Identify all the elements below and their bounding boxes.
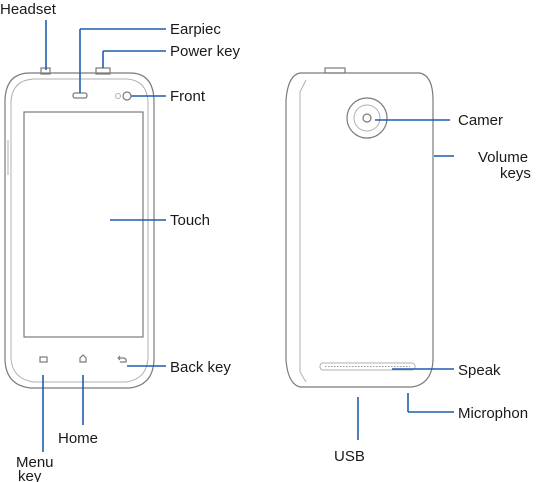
label-earpiece: Earpiec xyxy=(170,21,221,38)
back-key-icon xyxy=(117,355,127,363)
label-power-key: Power key xyxy=(170,43,241,60)
front-camera-lens xyxy=(122,91,132,101)
back-view xyxy=(285,67,434,388)
front-view xyxy=(4,67,155,389)
label-usb: USB xyxy=(334,448,365,465)
label-front: Front xyxy=(170,88,206,105)
front-leaders xyxy=(42,20,166,452)
rear-camera-lens xyxy=(362,113,372,123)
label-home: Home xyxy=(58,430,98,447)
front-sensor xyxy=(115,93,121,99)
rear-camera-outer xyxy=(346,97,388,139)
home-key-icon xyxy=(79,354,87,363)
label-microphone: Microphon xyxy=(458,405,528,422)
label-volume: Volume xyxy=(478,149,528,166)
label-touch: Touch xyxy=(170,212,210,229)
phone-front-bezel xyxy=(10,78,149,383)
label-headset: Headset xyxy=(0,1,57,18)
rear-camera-mid xyxy=(353,104,381,132)
phone-front-body xyxy=(4,72,155,389)
label-speaker: Speak xyxy=(458,362,501,379)
label-back-key: Back key xyxy=(170,359,231,376)
menu-key-icon xyxy=(39,356,48,363)
phone-back-edge xyxy=(299,79,307,383)
earpiece-slot xyxy=(72,92,88,99)
touch-screen xyxy=(23,111,144,338)
label-volume-2: keys xyxy=(500,165,531,182)
back-leaders xyxy=(357,119,454,440)
label-menu: Menu xyxy=(16,454,54,471)
label-camera: Camer xyxy=(458,112,503,129)
label-menu-2: key xyxy=(18,468,42,482)
back-top-bump xyxy=(324,67,346,74)
phone-back-body xyxy=(285,72,434,388)
speaker-grille xyxy=(319,362,416,371)
